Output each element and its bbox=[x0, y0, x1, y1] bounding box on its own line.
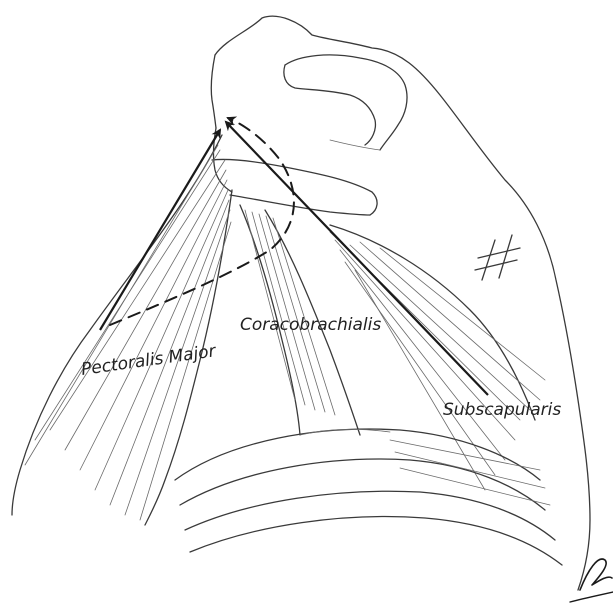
dashed-resultant-arrow bbox=[110, 118, 294, 325]
label-subscapularis: Subscapularis bbox=[443, 400, 561, 420]
coracobrachialis-muscle bbox=[245, 210, 335, 415]
pectoralis-major-muscle bbox=[12, 135, 232, 525]
subscapularis-vector-arrow bbox=[226, 122, 488, 395]
label-coracobrachialis: Coracobrachialis bbox=[240, 315, 381, 335]
label-pectoralis-major: Pectoralis Major bbox=[80, 341, 218, 380]
coracoid-process bbox=[284, 55, 407, 150]
artist-signature bbox=[570, 559, 613, 602]
hash-mark-icon bbox=[475, 235, 520, 280]
rib-cage-outline bbox=[175, 429, 562, 565]
